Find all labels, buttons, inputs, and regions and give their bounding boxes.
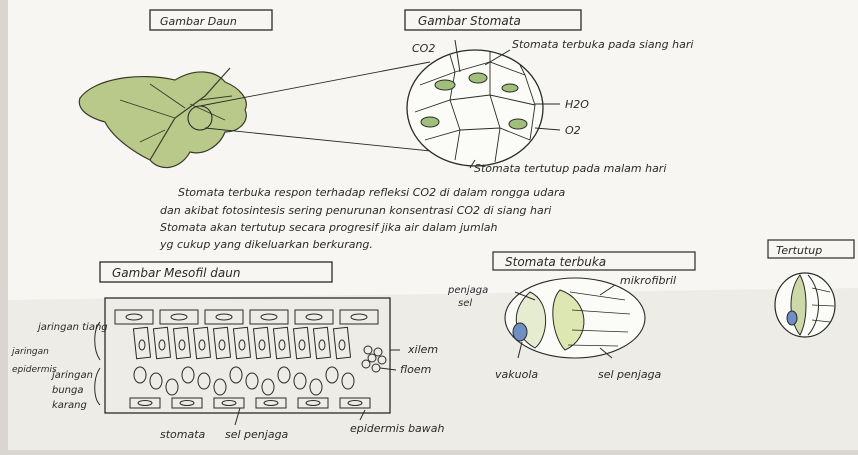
closed-stomata-drawing xyxy=(775,273,835,337)
label-sel-penjaga-open: sel penjaga xyxy=(598,368,662,381)
paragraph-line-2: dan akibat fotosintesis sering penurunan… xyxy=(160,204,551,217)
stoma-5 xyxy=(502,84,518,92)
label-stomata-open-day: Stomata terbuka pada siang hari xyxy=(512,38,693,51)
leaf-title: Gambar Daun xyxy=(160,15,237,28)
paragraph-line-4: yg cukup yang dikeluarkan berkurang. xyxy=(159,238,373,251)
vacuole-left xyxy=(513,323,527,341)
label-mikrofibril: mikrofibril xyxy=(620,274,676,287)
closed-vacuole xyxy=(787,311,797,325)
closed-title: Tertutup xyxy=(776,244,822,257)
stoma-open-2 xyxy=(469,73,487,83)
label-bunga-karang-2: bunga xyxy=(52,385,84,396)
label-epidermis-bawah: epidermis bawah xyxy=(350,422,445,435)
label-vakuola: vakuola xyxy=(495,368,538,381)
open-title: Stomata terbuka xyxy=(505,255,606,269)
label-jaringan-tiang: jaringan tiang xyxy=(36,322,108,333)
label-o2: O2 xyxy=(565,124,581,137)
stoma-open-1 xyxy=(435,80,455,90)
paragraph-line-1: Stomata terbuka respon terhadap refleksi… xyxy=(178,186,565,199)
label-stomata-bottom: stomata xyxy=(160,428,206,441)
stoma-4 xyxy=(509,119,527,129)
label-jaringan-1: jaringan xyxy=(10,347,49,357)
mesofil-title: Gambar Mesofil daun xyxy=(112,266,240,280)
stomata-title: Gambar Stomata xyxy=(418,14,521,28)
label-bunga-karang-1: jaringan xyxy=(50,370,93,381)
label-h2o: H2O xyxy=(565,98,589,111)
label-xilem: xilem xyxy=(407,343,438,356)
label-floem: floem xyxy=(400,363,431,376)
stoma-3 xyxy=(421,117,439,127)
open-stomata-drawing xyxy=(505,278,645,358)
label-open-sel: sel xyxy=(458,298,472,309)
label-bunga-karang-3: karang xyxy=(52,400,87,411)
label-co2: CO2 xyxy=(412,42,435,55)
label-epidermis: epidermis xyxy=(12,365,57,375)
label-stomata-closed-night: Stomata tertutup pada malam hari xyxy=(474,162,666,175)
label-sel-penjaga-bottom: sel penjaga xyxy=(225,428,289,441)
paragraph-line-3: Stomata akan tertutup secara progresif j… xyxy=(160,221,498,234)
label-open-penjaga: penjaga xyxy=(447,285,488,296)
